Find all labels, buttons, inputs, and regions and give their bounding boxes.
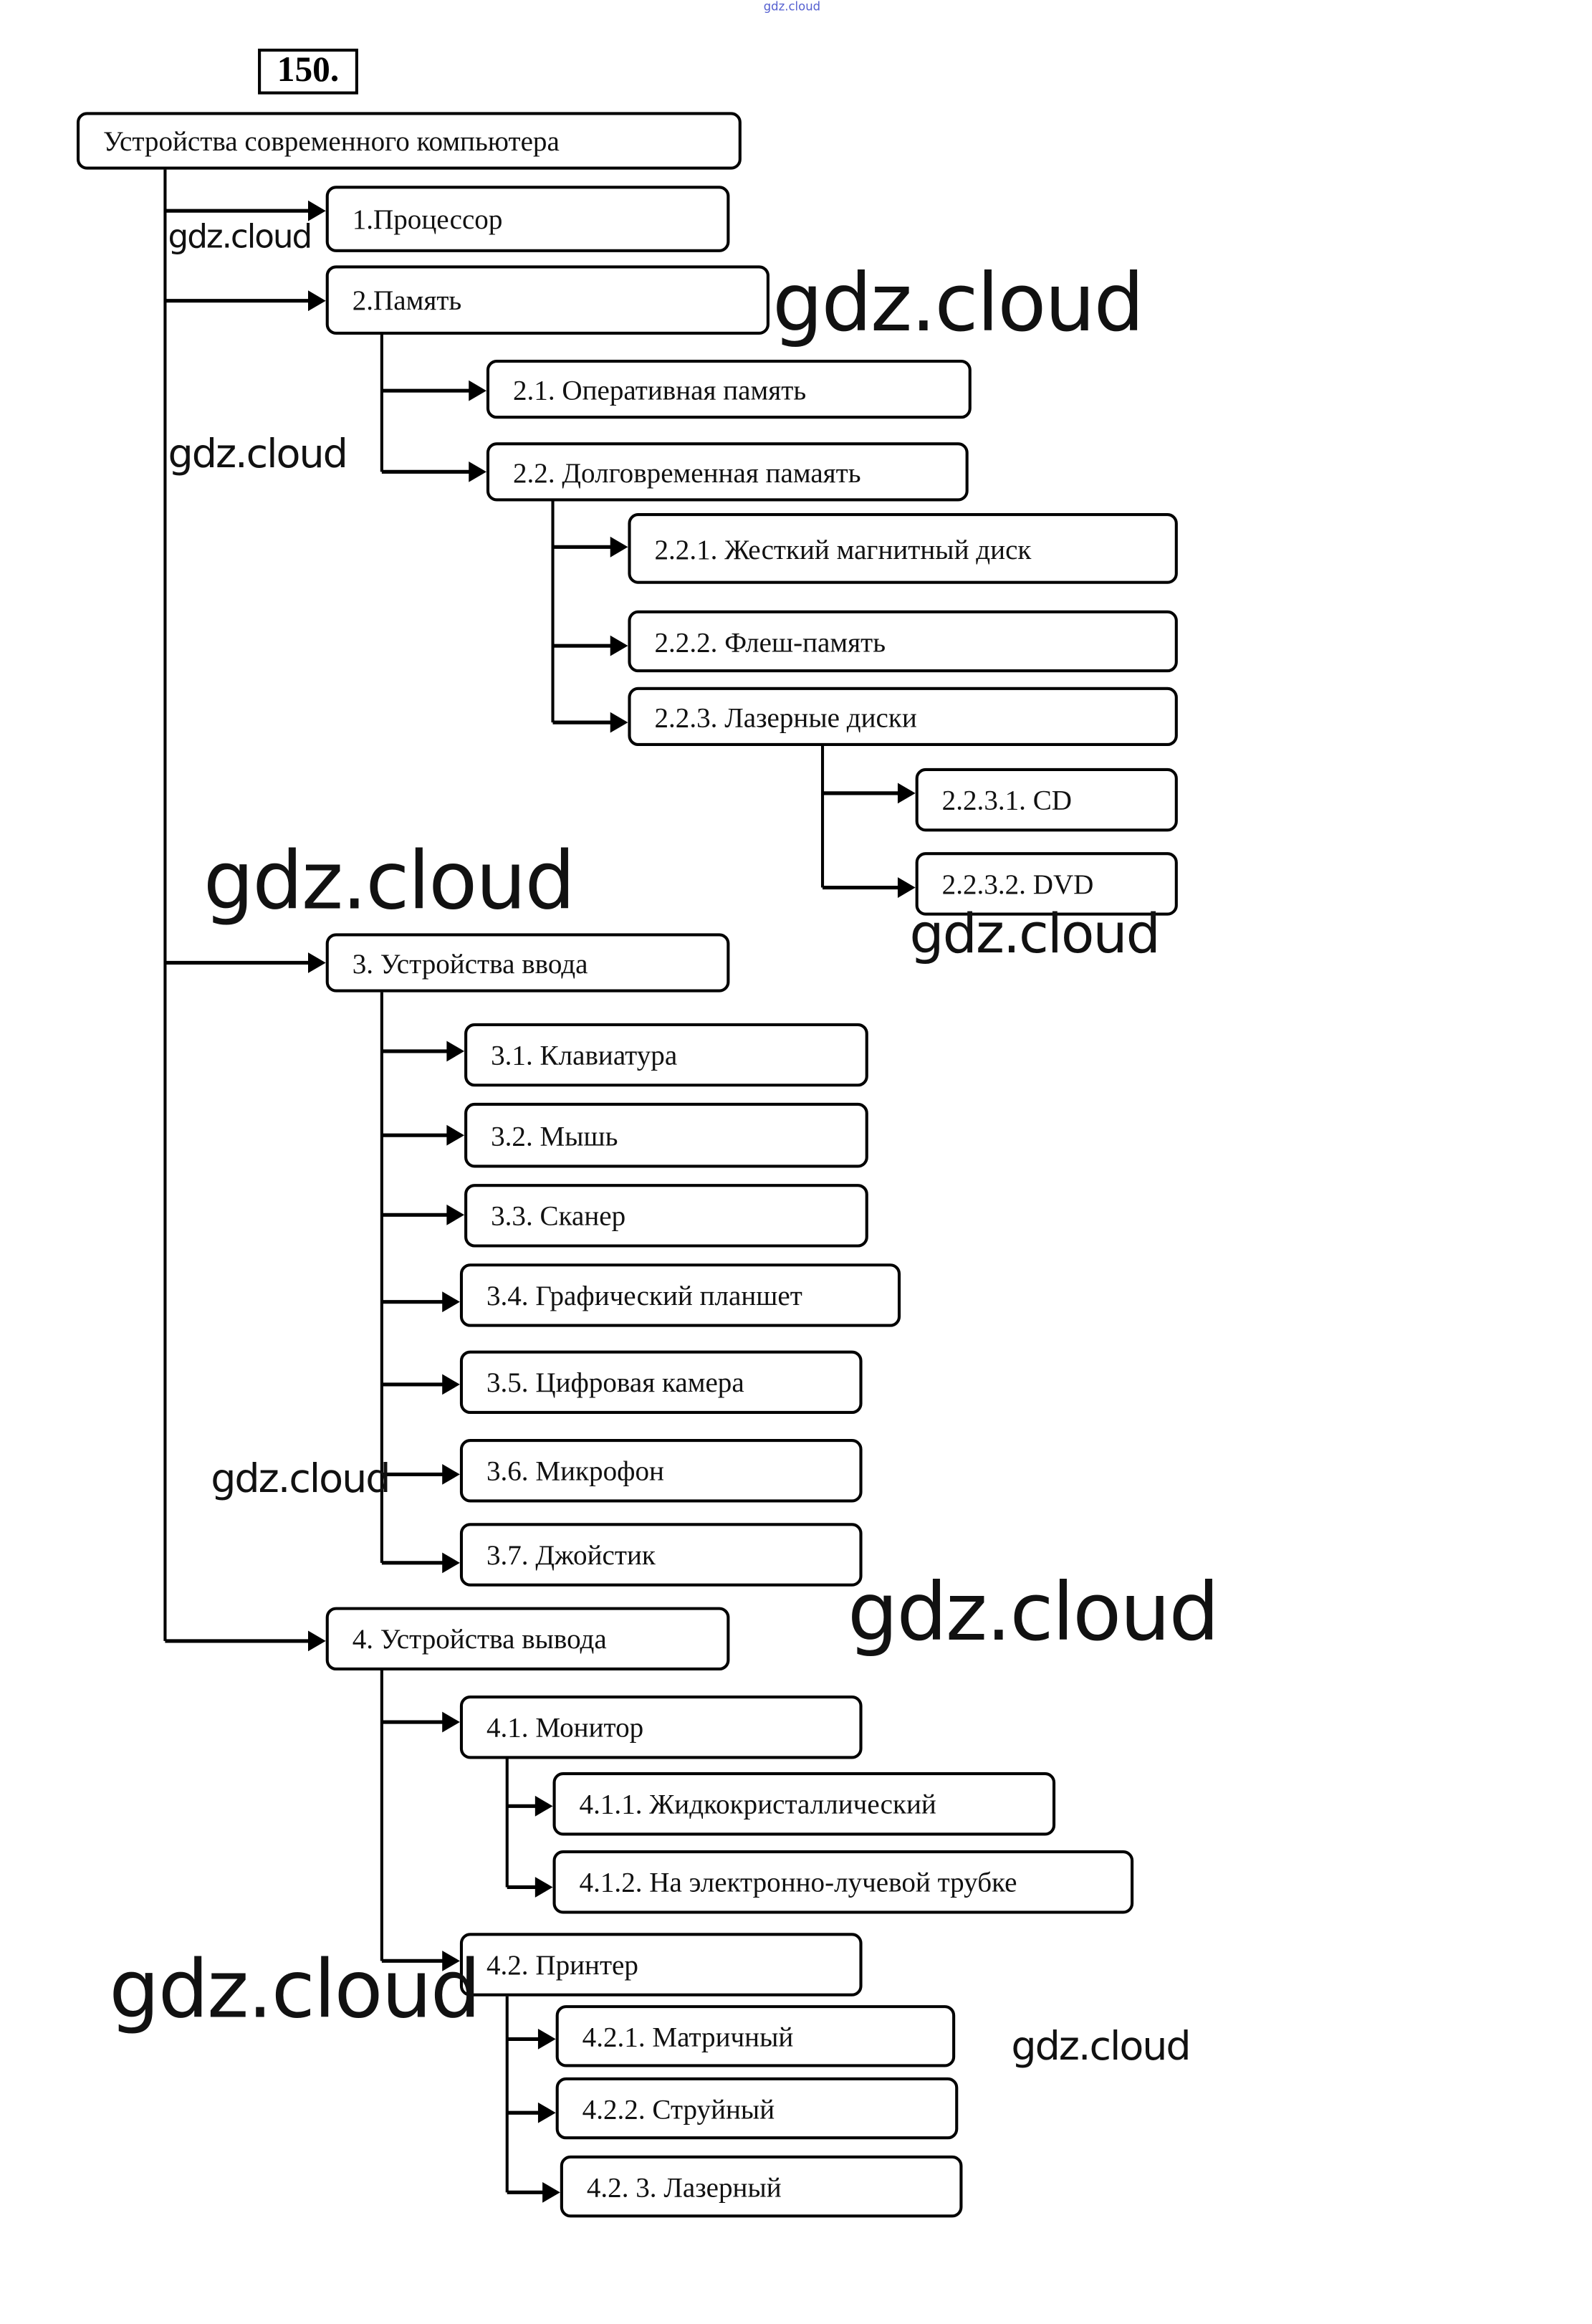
node-n2-1: 2.1. Оперативная память: [486, 360, 972, 419]
node-n3-1: 3.1. Клавиатура: [464, 1023, 868, 1087]
node-n2-2-1: 2.2.1. Жесткий магнитный диск: [628, 512, 1178, 584]
node-n4: 4. Устройства вывода: [325, 1607, 730, 1671]
arrow-head-icon: [610, 536, 628, 558]
arrow-head-icon: [534, 1795, 553, 1817]
exercise-number: 150.: [258, 48, 358, 95]
arrow-head-icon: [307, 200, 326, 221]
arrow-head-icon: [469, 380, 486, 401]
watermark: gdz.cloud: [203, 834, 575, 927]
arrow-head-icon: [897, 877, 916, 898]
arrow-head-icon: [307, 290, 326, 312]
node-n4-1-2: 4.1.2. На электронно-лучевой трубке: [552, 1850, 1134, 1914]
arrow-head-icon: [897, 783, 916, 804]
node-n4-2: 4.2. Принтер: [459, 1933, 863, 1997]
node-n2-2-3: 2.2.3. Лазерные диски: [628, 687, 1178, 747]
node-n4-1: 4.1. Монитор: [459, 1696, 863, 1759]
arrow-head-icon: [537, 2028, 556, 2050]
arrow-head-icon: [307, 1630, 326, 1652]
node-n3: 3. Устройства ввода: [325, 933, 730, 993]
arrow-head-icon: [446, 1204, 465, 1225]
watermark: gdz.cloud: [109, 1943, 481, 2037]
arrow-head-icon: [446, 1041, 465, 1062]
node-n2-2-3-2: 2.2.3.2. DVD: [915, 852, 1178, 916]
watermark: gdz.cloud: [772, 256, 1144, 350]
arrow-head-icon: [442, 1291, 460, 1313]
top-watermark: gdz.cloud: [763, 0, 821, 14]
watermark: gdz.cloud: [909, 903, 1161, 967]
arrow-head-icon: [442, 1463, 460, 1485]
node-n4-2-3: 4.2. 3. Лазерный: [560, 2155, 963, 2218]
node-n4-2-1: 4.2.1. Матричный: [555, 2005, 956, 2067]
node-n1: 1.Процессор: [325, 186, 730, 252]
arrow-head-icon: [442, 1950, 460, 1971]
watermark: gdz.cloud: [848, 1565, 1219, 1659]
node-n3-2: 3.2. Мышь: [464, 1102, 868, 1168]
arrow-head-icon: [542, 2181, 560, 2203]
node-n3-5: 3.5. Цифровая камера: [459, 1350, 863, 1415]
watermark: gdz.cloud: [211, 1456, 390, 1503]
arrow-head-icon: [534, 1877, 553, 1898]
watermark: gdz.cloud: [168, 219, 313, 257]
arrow-head-icon: [610, 635, 628, 656]
node-n3-6: 3.6. Микрофон: [459, 1439, 863, 1503]
arrow-head-icon: [537, 2102, 556, 2123]
arrow-head-icon: [442, 1552, 460, 1574]
node-n3-7: 3.7. Джойстик: [459, 1523, 863, 1587]
node-n2-2: 2.2. Долговременная памаять: [486, 442, 969, 502]
node-n2-2-3-1: 2.2.3.1. CD: [915, 768, 1178, 832]
node-n3-3: 3.3. Сканер: [464, 1184, 868, 1248]
node-n3-4: 3.4. Графический планшет: [459, 1263, 901, 1327]
arrow-head-icon: [610, 712, 628, 733]
node-n2-2-2: 2.2.2. Флеш-память: [628, 610, 1178, 673]
node-n4-2-2: 4.2.2. Струйный: [555, 2077, 959, 2140]
watermark: gdz.cloud: [1011, 2024, 1191, 2070]
arrow-head-icon: [469, 461, 486, 482]
arrow-head-icon: [307, 952, 326, 973]
watermark: gdz.cloud: [168, 431, 348, 478]
node-n2: 2.Память: [325, 265, 769, 335]
node-n4-1-1: 4.1.1. Жидкокристаллический: [552, 1771, 1056, 1836]
arrow-head-icon: [442, 1711, 460, 1733]
arrow-head-icon: [446, 1124, 465, 1146]
node-root: Устройства современного компьютера: [76, 112, 742, 170]
arrow-head-icon: [442, 1374, 460, 1395]
